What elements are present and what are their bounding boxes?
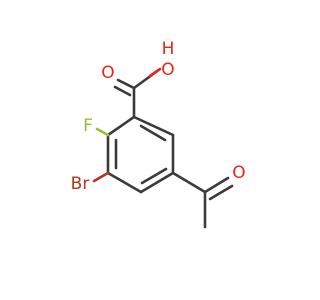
hydroxyl-h-label: H [162, 39, 175, 59]
ring-bond-c4-c5-inner [140, 167, 168, 185]
bond-carboxyl-oh-red [148, 67, 162, 78]
carboxyl-o-label: O [101, 63, 114, 83]
hydroxyl-o-label: O [161, 60, 174, 80]
ring-bond-c1-c2 [106, 115, 136, 137]
ketone-o-label: O [232, 163, 245, 183]
fluorine-label: F [83, 116, 93, 136]
ring-bond-c6-c1 [132, 115, 175, 137]
ring-bond-c4-c5 [139, 171, 175, 194]
bond-c3-bromine [92, 171, 110, 183]
ring-bond-c6-c1-inner [139, 124, 167, 142]
bond-ring-to-acetyl [171, 171, 207, 194]
bond-acetyl-co-2 [208, 184, 234, 201]
bromine-label: Br [71, 174, 90, 194]
chemical-structure: H O O F Br O [71, 39, 246, 229]
bond-carboxyl-c-o-2 [113, 85, 132, 97]
ring-bond-c3-c4 [106, 171, 143, 194]
bond-carboxyl-c-o-1 [116, 78, 136, 90]
bond-c2-fluorine [95, 127, 110, 137]
bond-acetyl-co-1 [203, 176, 230, 194]
